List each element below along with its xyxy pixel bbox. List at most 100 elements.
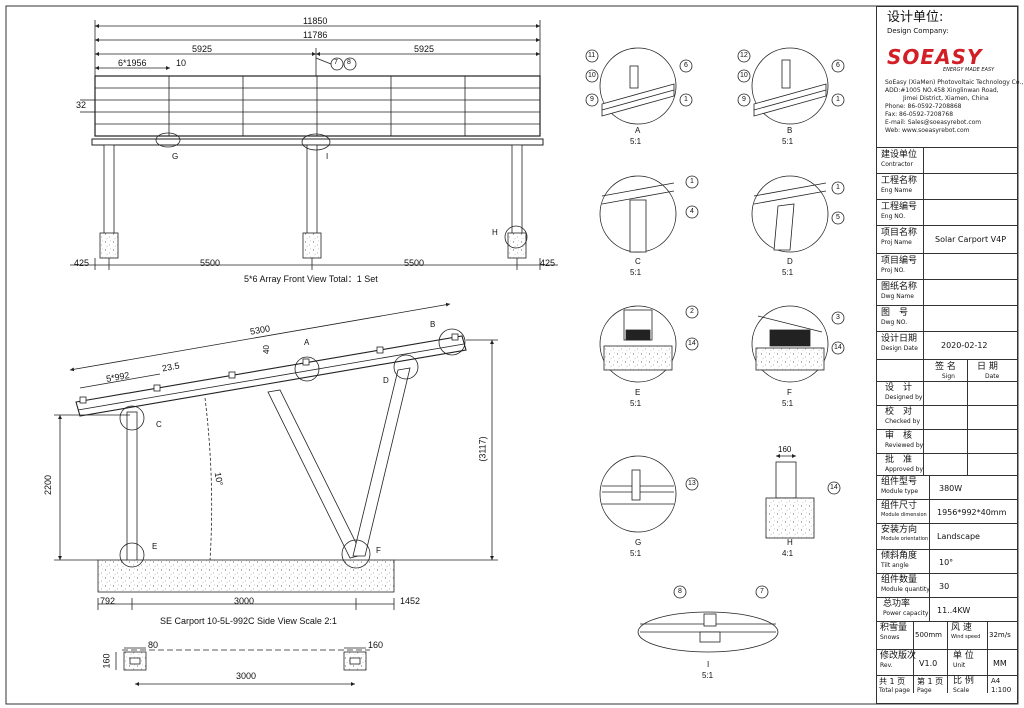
dim-total: 11850 (303, 16, 328, 26)
balloon-13: 13 (688, 480, 696, 487)
detail-i-scale: 5:1 (702, 671, 714, 680)
balloon-10-b: 10 (740, 72, 748, 79)
detail-e-id: E (635, 388, 641, 397)
detail-h-id: H (787, 538, 793, 547)
front-view-caption: 5*6 Array Front View Total：1 Set (244, 274, 378, 284)
contractor-label: 建设单位 (881, 150, 918, 160)
detail-a-scale: 5:1 (630, 137, 642, 146)
snow-value: 500mm (915, 631, 942, 639)
module-orientation-value: Landscape (937, 532, 980, 541)
balloon-7: 7 (760, 588, 764, 595)
sheet-border (5, 5, 1019, 705)
balloon-6-b: 6 (836, 62, 840, 69)
balloon-5: 5 (836, 214, 840, 221)
dim-half-right: 5925 (414, 44, 435, 54)
dim-160-h: 160 (778, 445, 792, 454)
detail-c-scale: 5:1 (630, 268, 642, 277)
dwg-no-label: 图 号 (881, 308, 909, 318)
dim-160-right: 160 (368, 640, 384, 650)
detail-views (599, 47, 829, 653)
callout-7: 7 (334, 59, 338, 66)
designed-by-label: 设 计 (885, 383, 913, 393)
tilt-angle-value: 10° (939, 558, 954, 567)
balloon-4: 4 (690, 208, 694, 215)
dim-height: 32 (76, 100, 87, 110)
balloon-1-b: 1 (836, 96, 840, 103)
module-type-label: 组件型号 (881, 477, 918, 487)
dim-base-left: 792 (100, 596, 116, 606)
dim-3000: 3000 (236, 671, 257, 681)
callout-b: B (430, 320, 436, 329)
rev-label: 修改版次 (880, 651, 917, 661)
dim-overhang-right: 425 (540, 258, 556, 268)
balloon-8: 8 (678, 588, 682, 595)
scale-label: 比 例 (953, 676, 974, 686)
module-dimension-value: 1956*992*40mm (937, 508, 1007, 517)
detail-f-scale: 5:1 (782, 399, 794, 408)
paper-size: A4 (991, 677, 1001, 685)
design-company-en: Design Company: (887, 27, 949, 35)
dim-height-right: (3117) (477, 436, 488, 462)
wind-label: 风 速 (951, 623, 972, 633)
callout-d: D (383, 376, 389, 385)
balloon-1-c: 1 (690, 178, 694, 185)
company-address: SoEasy (XiaMen) Photovoltaic Technology … (885, 79, 1024, 134)
callout-h: H (492, 228, 498, 237)
detail-i-id: I (707, 660, 710, 669)
detail-e-scale: 5:1 (630, 399, 642, 408)
module-quantity-label: 组件数量 (881, 575, 918, 585)
side-view (54, 302, 498, 610)
sign-header: 签 名 (935, 362, 956, 372)
balloon-14-f: 14 (834, 344, 842, 351)
detail-c-id: C (635, 257, 641, 266)
balloon-11: 11 (588, 52, 596, 59)
company-slogan: ENERGY MADE EASY (943, 67, 995, 73)
balloon-1-d: 1 (836, 184, 840, 191)
page-label: 第 1 页 (917, 677, 944, 686)
dim-gap: 10 (176, 58, 187, 68)
eng-no-label: 工程编号 (881, 202, 918, 212)
balloon-12: 12 (740, 52, 748, 59)
dim-80: 80 (148, 640, 159, 650)
balloon-9: 9 (590, 96, 594, 103)
callout-i: I (326, 152, 329, 161)
balloon-14-e: 14 (688, 340, 696, 347)
balloon-1: 1 (684, 96, 688, 103)
front-view (70, 20, 558, 270)
dim-thickness: 40 (261, 345, 271, 354)
wind-value: 32m/s (989, 631, 1011, 639)
dim-height-left: 2200 (43, 474, 54, 496)
plan-view (115, 647, 370, 686)
callout-c: C (156, 420, 162, 429)
total-page-label: 共 1 页 (879, 677, 906, 686)
drawing-scale: 1:100 (991, 686, 1012, 694)
proj-name-label: 项目名称 (881, 228, 918, 238)
detail-balloons (585, 49, 845, 599)
balloon-14-h: 14 (830, 484, 838, 491)
module-dimension-label: 组件尺寸 (881, 501, 918, 511)
module-quantity-value: 30 (939, 582, 950, 591)
power-capacity-label: 总功率 (883, 599, 911, 609)
dim-base-mid: 3000 (234, 596, 255, 606)
dim-inner: 11786 (303, 30, 328, 40)
detail-h-scale: 4:1 (782, 549, 794, 558)
balloon-6: 6 (684, 62, 688, 69)
module-orientation-label: 安装方向 (881, 525, 918, 535)
dim-half-left: 5925 (192, 44, 213, 54)
dim-span-left: 5500 (200, 258, 221, 268)
callout-8: 8 (347, 59, 351, 66)
callout-g: G (172, 152, 179, 161)
detail-g-scale: 5:1 (630, 549, 642, 558)
dim-overhang-left: 425 (74, 258, 90, 268)
unit-value: MM (993, 659, 1007, 668)
approved-by-label: 批 准 (885, 455, 913, 465)
dim-tilt: 10° (212, 471, 225, 487)
tilt-angle-label: 倾斜角度 (881, 551, 918, 561)
detail-f-id: F (787, 388, 792, 397)
proj-no-label: 项目编号 (881, 256, 918, 266)
detail-g-id: G (635, 538, 642, 547)
detail-b-scale: 5:1 (782, 137, 794, 146)
proj-name-value: Solar Carport V4P (935, 235, 1007, 244)
reviewed-by-label: 审 核 (885, 431, 913, 441)
